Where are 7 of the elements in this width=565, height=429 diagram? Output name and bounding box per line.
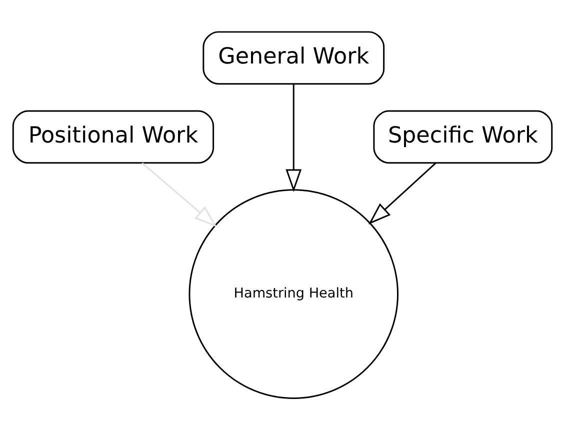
- arrow: [142, 162, 217, 227]
- node-circle: Hamstring Health: [188, 188, 399, 398]
- node-box: Positional Work: [12, 110, 214, 164]
- arrow: [286, 84, 302, 192]
- node-box: General Work: [202, 30, 385, 84]
- arrow: [368, 162, 436, 224]
- node-box: Specific Work: [373, 110, 553, 164]
